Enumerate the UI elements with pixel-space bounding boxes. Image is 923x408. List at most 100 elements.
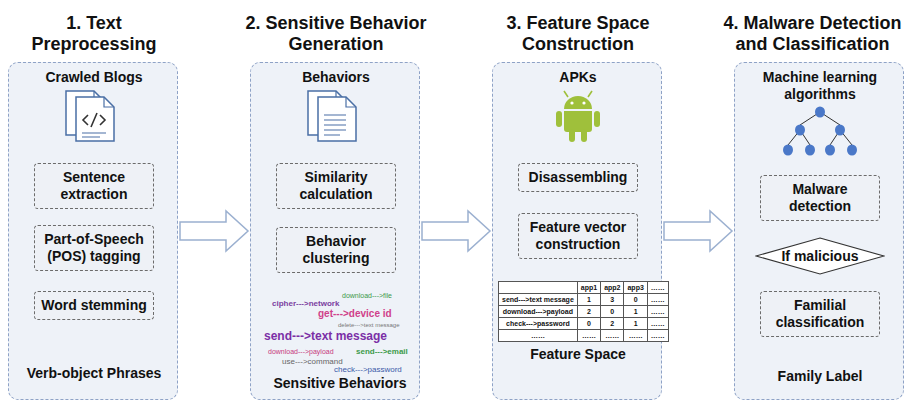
- table-cell: ……: [647, 306, 668, 318]
- table-cell: check--->password: [499, 318, 578, 330]
- node-text: Behavior clustering: [281, 233, 391, 267]
- node-text: Verb-object Phrases: [14, 365, 174, 382]
- table-row: download--->payload2 0 1 ……: [499, 306, 669, 318]
- android-arm: [594, 111, 600, 127]
- table-cell-text: ……: [629, 332, 643, 339]
- feature-table: app1app2app3……send--->text message130……d…: [498, 281, 669, 342]
- table-cell-text: ……: [531, 332, 545, 339]
- table-cell-text: 2: [610, 320, 614, 327]
- table-cell-text: check--->password: [506, 320, 570, 327]
- tree-node: [847, 145, 857, 156]
- table-cell-text: ……: [651, 284, 665, 291]
- table-cell-text: 1: [587, 296, 591, 303]
- output-label: Family Label: [740, 368, 900, 385]
- node-text: Part-of-Speech (POS) tagging: [39, 231, 149, 265]
- decision-diamond: If malicious: [755, 237, 885, 275]
- table-cell-text: ……: [651, 296, 665, 303]
- stage-heading: 2. Sensitive Behavior Generation: [229, 13, 444, 55]
- table-cell-text: 0: [610, 308, 614, 315]
- tree-node: [835, 125, 845, 136]
- node-text: Feature vector construction: [523, 219, 633, 253]
- table-cell: app2: [601, 282, 624, 294]
- behavior-word: download--->payload: [268, 347, 334, 356]
- node-text: Feature Space: [498, 346, 658, 363]
- table-cell-text: 3: [610, 296, 614, 303]
- android-leg: [581, 129, 587, 142]
- icon-node: Machine learning algorithms: [740, 69, 900, 156]
- behavior-word: download--->file: [342, 291, 392, 300]
- stage-arrow: [664, 211, 732, 251]
- tree-icon: [772, 106, 868, 156]
- document-icon: [62, 89, 126, 143]
- stage-heading: 4. Malware Detection and Classification: [705, 13, 920, 55]
- android-eye: [570, 101, 573, 104]
- process-box: Malware detection: [760, 175, 880, 221]
- table-cell-text: ……: [605, 332, 619, 339]
- page-shape: [76, 97, 114, 141]
- node-text: Machine learning algorithms: [740, 69, 900, 103]
- stage-arrow: [180, 211, 248, 251]
- android-body: [564, 111, 592, 132]
- table-cell: 1: [624, 318, 647, 330]
- node-text: Behaviors: [256, 69, 416, 86]
- table-cell-text: app2: [604, 284, 620, 291]
- table-cell-text: 0: [634, 296, 638, 303]
- behavior-word: get--->device id: [318, 308, 392, 320]
- table-cell-text: ……: [651, 320, 665, 327]
- table-cell: app1: [577, 282, 600, 294]
- tree-node: [815, 107, 825, 118]
- output-label: Verb-object Phrases: [14, 365, 174, 382]
- table-cell: 0: [577, 318, 600, 330]
- node-text: Sensitive Behaviors: [260, 375, 420, 392]
- process-box: Sentence extraction: [34, 163, 154, 209]
- android-arm: [556, 111, 562, 127]
- behavior-word: use--->command: [282, 357, 343, 367]
- table-cell-text: 1: [634, 308, 638, 315]
- tree-node: [805, 145, 815, 156]
- table-row: …… …… …… …… ……: [499, 330, 669, 342]
- table-row: check--->password 0 2 1 ……: [499, 318, 669, 330]
- table-cell: [499, 282, 578, 294]
- table-cell: 2: [601, 318, 624, 330]
- node-text: If malicious: [781, 248, 858, 264]
- table-cell: download--->payload: [499, 306, 578, 318]
- process-box: Disassembling: [518, 163, 638, 192]
- node-text: Sentence extraction: [39, 169, 149, 203]
- process-box: Feature vector construction: [518, 213, 638, 259]
- table-cell-text: ……: [582, 332, 596, 339]
- table-cell: ……: [499, 330, 578, 342]
- table-cell: ……: [647, 318, 668, 330]
- android-head: [564, 96, 592, 109]
- stage-arrow: [422, 211, 490, 251]
- node-text: APKs: [498, 69, 658, 86]
- table-cell-text: send--->text message: [502, 296, 574, 303]
- table-cell: ……: [647, 294, 668, 306]
- stage-panel: 4. Malware Detection and ClassificationM…: [734, 62, 904, 400]
- table-cell-text: 1: [634, 320, 638, 327]
- table-cell: ……: [577, 330, 600, 342]
- android-eye: [582, 101, 585, 104]
- word-cloud: download--->filecipher--->networkget--->…: [260, 291, 420, 375]
- table-cell: 2: [577, 306, 600, 318]
- table-cell-text: app1: [581, 284, 597, 291]
- stage-heading: 1. Text Preprocessing: [14, 13, 174, 55]
- tree-node: [795, 125, 805, 136]
- behavior-word: send--->email: [356, 347, 408, 357]
- text-lines: [82, 133, 106, 137]
- process-box: Familial classification: [760, 291, 880, 337]
- table-cell-text: ……: [651, 332, 665, 339]
- behavior-word: cipher--->network: [272, 299, 339, 309]
- android-leg: [569, 129, 575, 142]
- table-cell: ……: [647, 330, 668, 342]
- page-fold: [104, 97, 114, 107]
- stage-panel: 2. Sensitive Behavior GenerationBehavior…: [250, 62, 420, 400]
- table-cell: 1: [624, 306, 647, 318]
- tree-node: [825, 145, 835, 156]
- table-cell: ……: [624, 330, 647, 342]
- android-icon: [550, 89, 606, 145]
- table-row: app1app2app3……: [499, 282, 669, 294]
- icon-node: Behaviors: [256, 69, 416, 143]
- node-text: Crawled Blogs: [14, 69, 174, 86]
- icon-node: Crawled Blogs: [14, 69, 174, 143]
- table-cell: ……: [647, 282, 668, 294]
